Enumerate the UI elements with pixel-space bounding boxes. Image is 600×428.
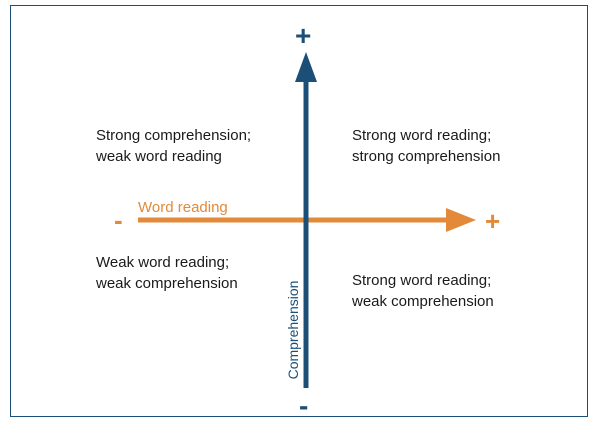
horizontal-axis-minus-sign: - (114, 205, 123, 235)
quadrant-bottom-right: Strong word reading; weak comprehension (352, 270, 494, 312)
quadrant-bottom-left-line2: weak comprehension (96, 275, 238, 292)
vertical-axis-label: Comprehension (285, 280, 301, 380)
quadrant-bottom-left-line1: Weak word reading; (96, 254, 230, 271)
quadrant-top-right: Strong word reading; strong comprehensio… (352, 125, 500, 167)
diagram-frame (10, 5, 588, 417)
horizontal-axis-arrowhead (446, 208, 476, 232)
quadrant-bottom-right-line2: weak comprehension (352, 293, 494, 310)
quadrant-top-left-line1: Strong comprehension; (96, 127, 252, 144)
quadrant-top-right-line2: strong comprehension (352, 148, 501, 165)
vertical-axis-minus-sign: - (299, 390, 309, 421)
quadrant-top-left: Strong comprehension; weak word reading (96, 125, 251, 167)
horizontal-axis-plus-sign: + (485, 206, 501, 236)
quadrant-bottom-right-line1: Strong word reading; (352, 272, 492, 289)
quadrant-top-left-line2: weak word reading (96, 148, 222, 165)
horizontal-axis-label: Word reading (138, 199, 228, 216)
vertical-axis-arrowhead (295, 52, 317, 82)
quadrant-top-right-line1: Strong word reading; (352, 127, 492, 144)
vertical-axis-plus-sign: + (295, 20, 312, 51)
quadrant-bottom-left: Weak word reading; weak comprehension (96, 252, 238, 294)
